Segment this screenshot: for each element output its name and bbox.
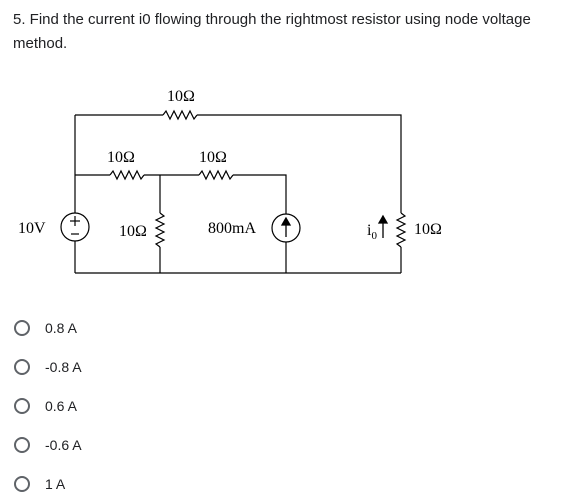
current-direction-arrow-icon: [377, 214, 389, 238]
top-resistor-zigzag: [162, 109, 198, 121]
shunt-resistor-zigzag: [154, 212, 166, 248]
current-label-i: i: [367, 222, 372, 239]
answer-options: 0.8 A -0.8 A 0.6 A -0.6 A 1 A: [12, 308, 82, 503]
option-label: 1 A: [45, 475, 66, 492]
option-0-6[interactable]: 0.6 A: [12, 386, 82, 425]
current-label: i0: [367, 222, 377, 242]
option-label: 0.8 A: [45, 319, 77, 336]
radio-button[interactable]: [14, 475, 30, 492]
middle-series-resistor-zigzag: [198, 169, 234, 181]
right-resistor-label: 10Ω: [414, 221, 442, 238]
current-source-label: 800mA: [208, 220, 256, 237]
radio-button[interactable]: [14, 436, 30, 453]
top-resistor-label: 10Ω: [167, 88, 195, 105]
current-label-subscript: 0: [371, 230, 377, 242]
option-neg-0-8[interactable]: -0.8 A: [12, 347, 82, 386]
middle-series-resistor-label: 10Ω: [199, 149, 227, 166]
circuit-diagram: 10Ω 10Ω 10Ω 10V 10Ω 800mA i0 10Ω: [18, 88, 442, 274]
current-source-circle: [271, 213, 301, 243]
option-1[interactable]: 1 A: [12, 464, 82, 503]
option-label: -0.6 A: [45, 436, 82, 453]
voltage-source-circle: [60, 212, 90, 242]
top-wire-right: [197, 114, 402, 213]
inner-top-wire-right: [233, 174, 287, 214]
shunt-resistor-label: 10Ω: [119, 223, 147, 240]
left-series-resistor-zigzag: [109, 169, 145, 181]
option-label: 0.6 A: [45, 397, 77, 414]
current-source-arrow-icon: [280, 216, 292, 237]
right-resistor-zigzag: [395, 212, 407, 248]
radio-button[interactable]: [14, 319, 30, 336]
voltage-source-label: 10V: [18, 220, 46, 237]
option-neg-0-6[interactable]: -0.6 A: [12, 425, 82, 464]
option-label: -0.8 A: [45, 358, 82, 375]
radio-button[interactable]: [14, 358, 30, 375]
left-series-resistor-label: 10Ω: [107, 149, 135, 166]
radio-button[interactable]: [14, 397, 30, 414]
option-0-8[interactable]: 0.8 A: [12, 308, 82, 347]
question-text: 5. Find the current i0 flowing through t…: [13, 11, 531, 52]
